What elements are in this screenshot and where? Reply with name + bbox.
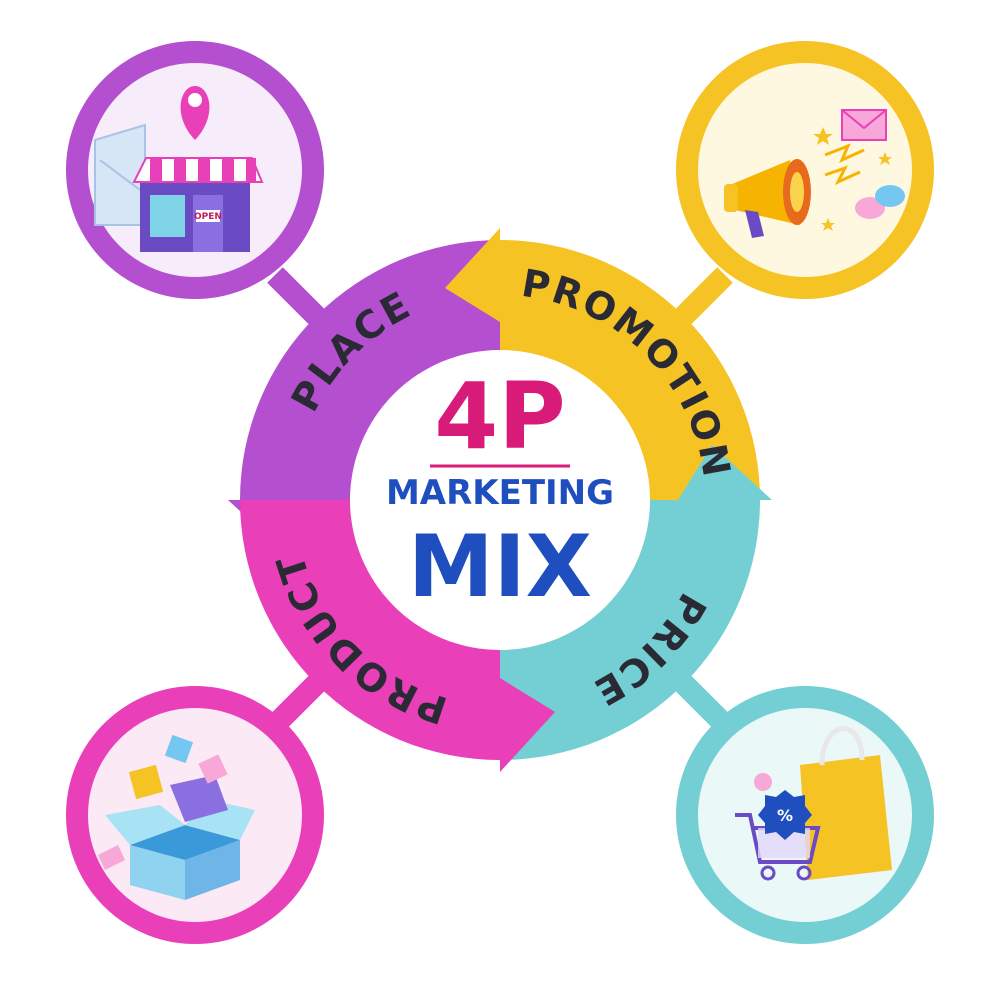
percent-tag-icon: % [777, 806, 793, 825]
shopping-cart-bag-icon: % [735, 726, 892, 881]
badge-place: OPEN [66, 41, 324, 299]
cycle-ring [228, 228, 772, 772]
segment-promotion [445, 228, 760, 500]
badge-product [66, 686, 324, 944]
title-marketing: MARKETING [386, 473, 614, 513]
title-mix: MIX [408, 517, 592, 617]
badge-price: % [676, 686, 934, 944]
segment-price [500, 445, 772, 760]
center-title-block: 4P MARKETING MIX [386, 363, 614, 617]
store-map-icon: OPEN [94, 86, 264, 252]
store-open-sign: OPEN [194, 212, 222, 222]
megaphone-icon [724, 109, 905, 238]
segment-product [240, 500, 555, 772]
segment-place [228, 240, 500, 555]
open-box-icon [98, 734, 255, 900]
title-4p: 4P [434, 363, 565, 470]
badge-promotion [676, 41, 934, 299]
